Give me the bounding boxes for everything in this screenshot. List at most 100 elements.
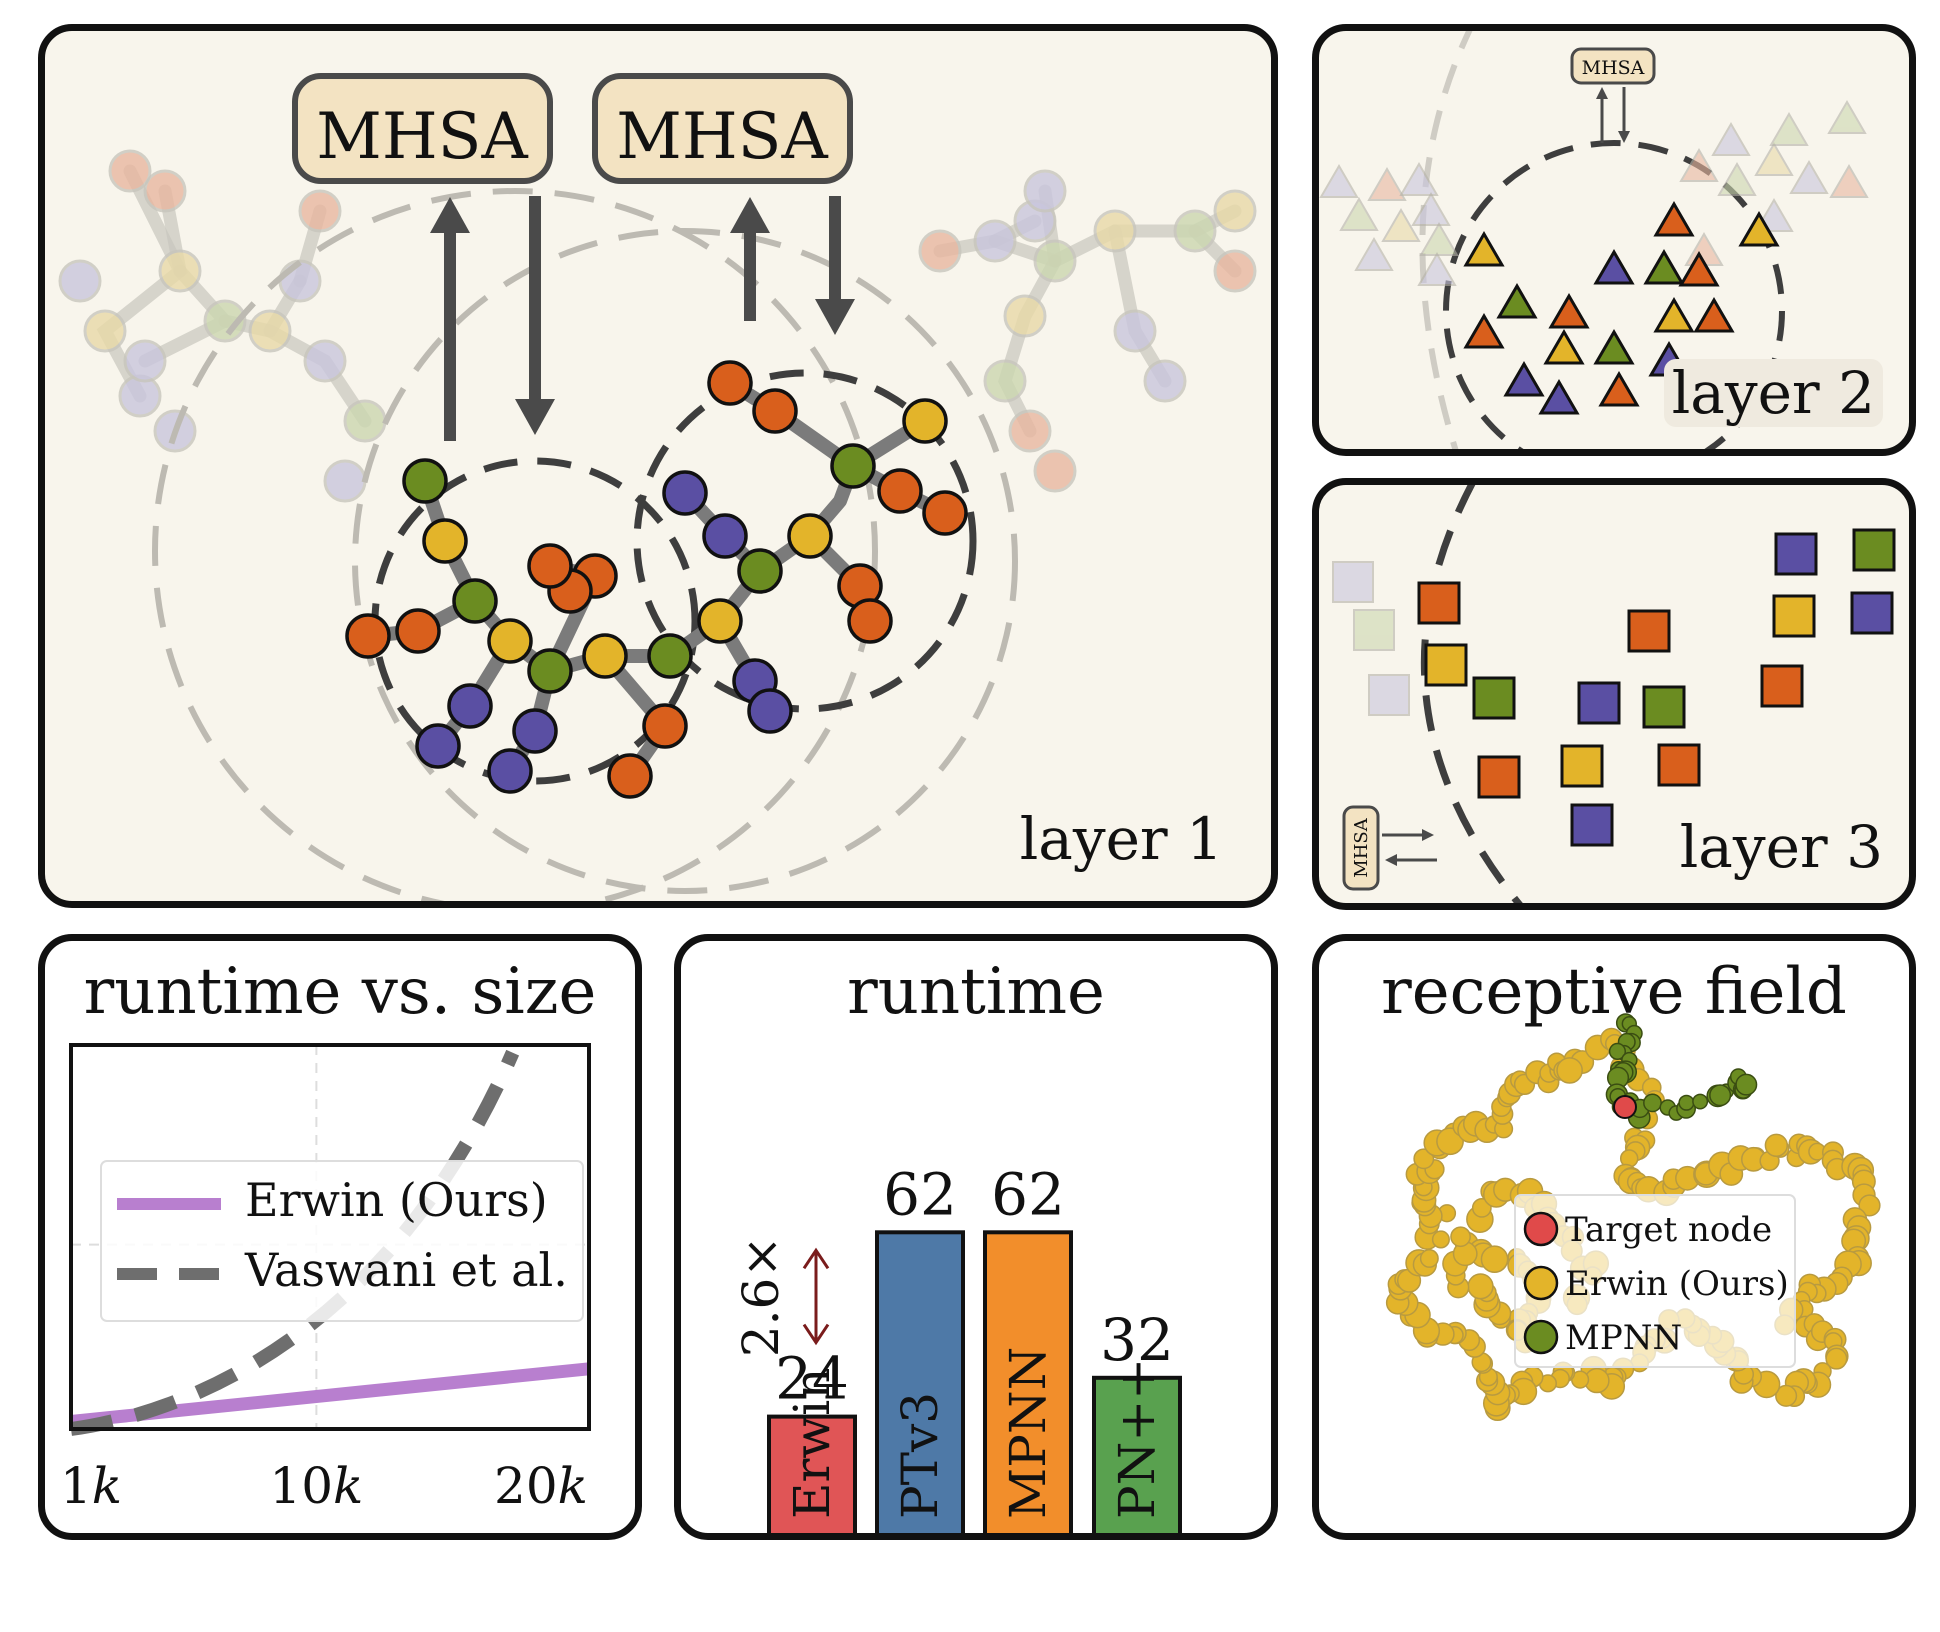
tree-node: [737, 548, 783, 594]
down-arrow-head: [815, 299, 855, 335]
bar-erwin: [767, 1414, 857, 1533]
mpnn-node: [1709, 1084, 1732, 1107]
cluster-dashed-circle: [1443, 140, 1785, 449]
down-arrow-head: [515, 399, 555, 435]
cluster-dashed-circle: [633, 369, 977, 713]
tree-node: [747, 688, 793, 734]
faded-node: [298, 189, 342, 233]
tree-node: [697, 598, 743, 644]
triangle-node: [1653, 201, 1695, 237]
triangle-node: [1678, 251, 1720, 287]
mhsa-box-right: [592, 73, 853, 184]
erwin-node: [1764, 1133, 1788, 1157]
faded-node: [123, 339, 167, 383]
runtime-vs-size-title: runtime vs. size: [83, 955, 597, 1029]
x-tick-label: 20k: [494, 1457, 588, 1515]
faded-node: [323, 459, 367, 503]
series-line-1: [70, 1049, 520, 1436]
mpnn-node: [1692, 1093, 1709, 1110]
square-node: [1424, 643, 1468, 687]
tree-node: [582, 633, 628, 679]
tree-node: [707, 360, 753, 406]
faded-node: [303, 339, 347, 383]
tree-node: [487, 748, 533, 794]
tree-node: [415, 723, 461, 769]
erwin-node: [1556, 1057, 1583, 1084]
up-arrow-head: [430, 197, 470, 233]
faded-node: [1113, 309, 1157, 353]
tree-node: [487, 618, 533, 664]
faded-node: [1093, 209, 1137, 253]
up-arrow-head: [730, 197, 770, 233]
faded-triangle: [1399, 162, 1439, 196]
bar-category-label: Erwin: [783, 1368, 841, 1519]
faded-triangle: [1354, 237, 1394, 271]
layer3-panel: MHSA layer 3: [1312, 478, 1916, 910]
tree-node: [702, 513, 748, 559]
down-arrow-head: [1618, 131, 1630, 143]
square-node: [1852, 528, 1896, 572]
triangle-node: [1738, 211, 1780, 247]
ratio-arrow-head: [802, 1323, 830, 1346]
square-node: [1472, 676, 1516, 720]
faded-triangle: [1717, 162, 1757, 196]
layer1-label: layer 1: [1019, 805, 1223, 873]
faded-triangle: [1827, 100, 1867, 134]
faded-triangle: [1417, 252, 1457, 286]
mhsa-label: MHSA: [316, 100, 528, 174]
mhsa-box: [1342, 805, 1380, 891]
mhsa-box: [1570, 47, 1656, 85]
faded-triangle: [1339, 197, 1379, 231]
triangle-node: [1463, 231, 1505, 267]
bar-category-label: PN++: [1108, 1358, 1166, 1519]
outer-dashed-circle: [352, 228, 1018, 894]
faded-square: [1368, 674, 1410, 716]
right-arrow-head: [1422, 829, 1434, 841]
legend-marker: [1523, 1319, 1559, 1355]
mpnn-node: [1735, 1073, 1758, 1096]
faded-triangle: [1769, 112, 1809, 146]
mpnn-node: [1608, 1042, 1627, 1061]
tree-node: [787, 513, 833, 559]
faded-node: [1213, 249, 1257, 293]
bar-value-label: 62: [991, 1160, 1065, 1228]
faded-triangle: [1419, 222, 1459, 256]
triangle-node: [1496, 283, 1538, 319]
tree-node: [452, 578, 498, 624]
bar-category-label: PTv3: [891, 1392, 949, 1519]
triangle-node: [1693, 297, 1735, 333]
square-node: [1570, 803, 1614, 847]
faded-square: [1353, 609, 1395, 651]
up-arrow-head: [1596, 87, 1608, 99]
tree-node: [752, 388, 798, 434]
erwin-node: [1775, 1384, 1798, 1407]
mpnn-node: [1643, 1093, 1662, 1113]
triangle-node: [1463, 313, 1505, 349]
square-node: [1642, 685, 1686, 729]
receptive-field-title: receptive field: [1381, 955, 1847, 1029]
triangle-node: [1593, 329, 1635, 365]
tree-node: [527, 648, 573, 694]
tree-node: [642, 703, 688, 749]
tree-node: [395, 608, 441, 654]
square-node: [1774, 532, 1818, 576]
erwin-node: [1450, 1226, 1471, 1248]
faded-triangle: [1789, 160, 1829, 194]
tree-node: [902, 398, 948, 444]
tree-node: [345, 613, 391, 659]
faded-square: [1332, 561, 1374, 603]
triangle-node: [1538, 379, 1580, 415]
square-node: [1477, 755, 1521, 799]
faded-node: [58, 259, 102, 303]
faded-node: [1003, 294, 1047, 338]
mhsa-label: MHSA: [1351, 817, 1372, 877]
triangle-node: [1543, 329, 1585, 365]
legend-box: [100, 1160, 584, 1322]
tree-node: [922, 490, 968, 536]
legend-label: Erwin (Ours): [1565, 1264, 1789, 1304]
faded-edge: [998, 254, 1062, 438]
